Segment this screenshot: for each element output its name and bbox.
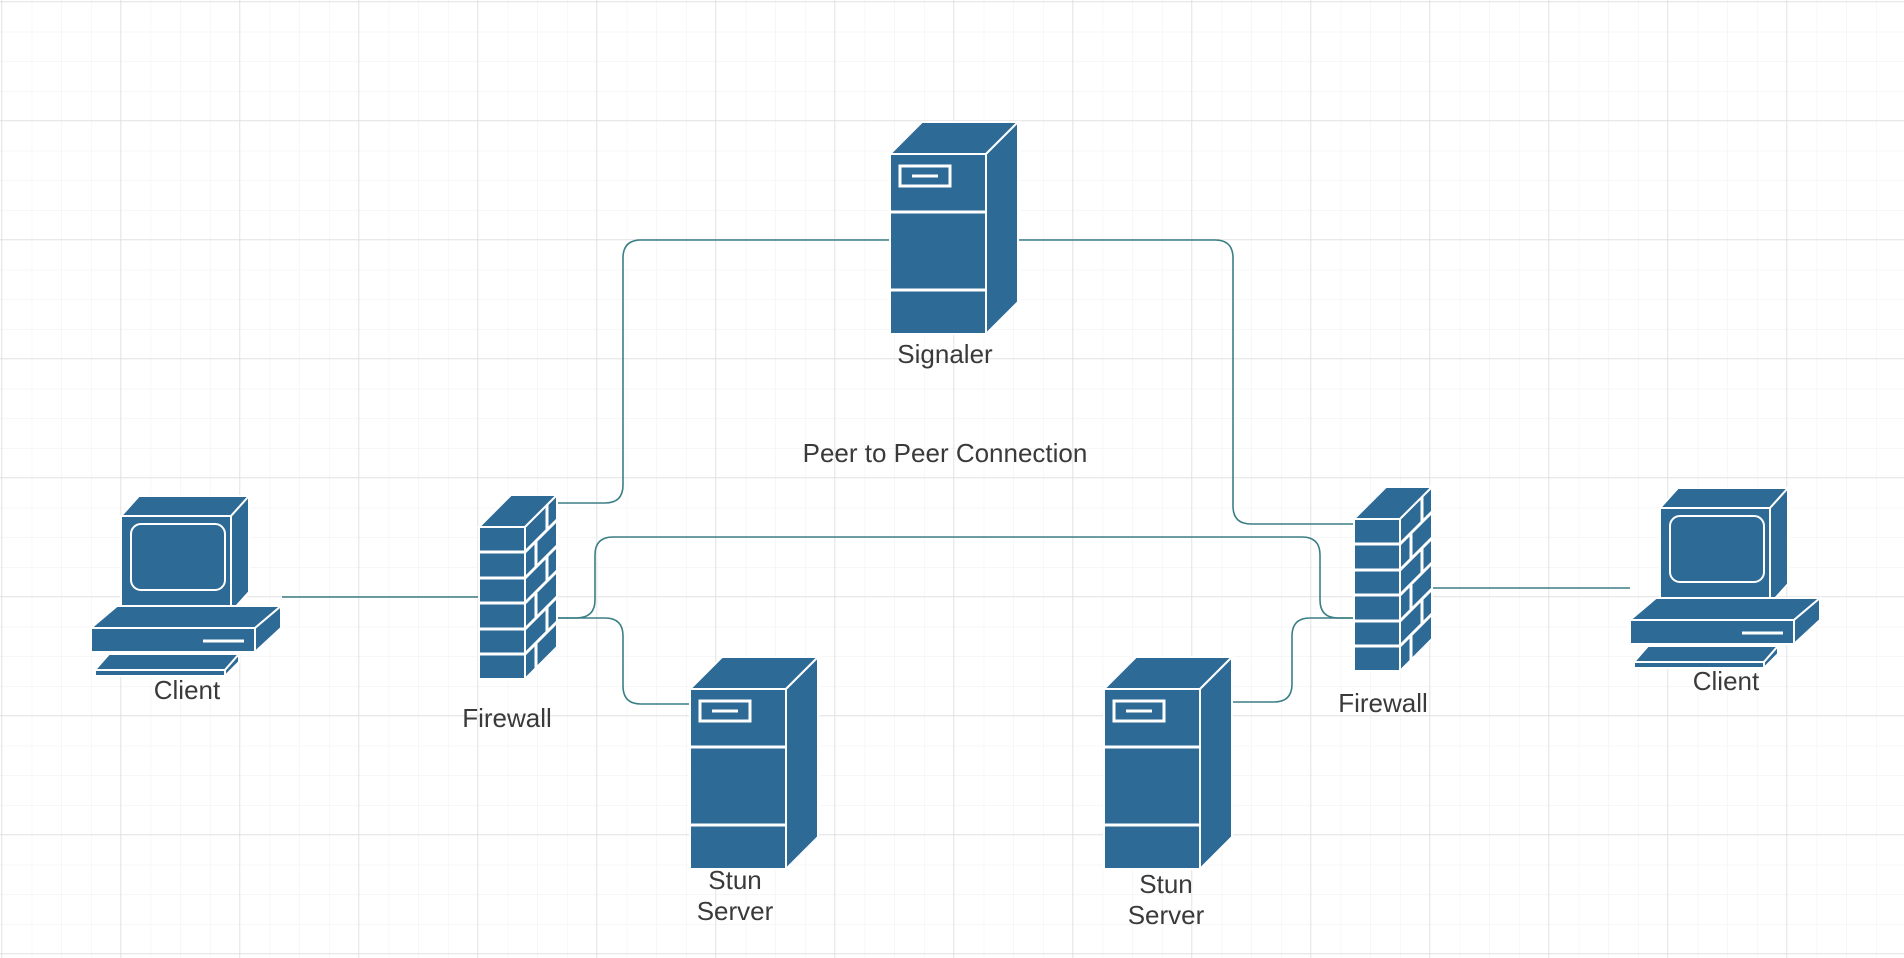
edge-peer-to-peer[interactable] bbox=[558, 536, 1355, 619]
firewall-left-label: Firewall bbox=[462, 703, 552, 733]
firewall-right-icon[interactable] bbox=[1352, 485, 1434, 673]
signaler-label: Signaler bbox=[897, 339, 993, 369]
stun-server-right-icon[interactable] bbox=[1102, 655, 1234, 871]
edge-firewall-left-to-stun-left[interactable] bbox=[558, 617, 690, 705]
stun-server-left-icon[interactable] bbox=[688, 655, 820, 871]
stun-left-label: Stun Server bbox=[696, 865, 774, 926]
peer-to-peer-label: Peer to Peer Connection bbox=[802, 438, 1088, 468]
stun-right-label: Stun Server bbox=[1127, 869, 1205, 930]
edge-firewall-left-to-signaler[interactable] bbox=[558, 239, 890, 504]
firewall-right-label: Firewall bbox=[1338, 688, 1428, 718]
edge-firewall-right-to-stun-right[interactable] bbox=[1232, 617, 1355, 703]
signaler-server-icon[interactable] bbox=[888, 120, 1020, 336]
edge-signaler-to-firewall-right[interactable] bbox=[1018, 239, 1355, 525]
client-left-label: Client bbox=[153, 675, 221, 705]
connectors bbox=[282, 239, 1630, 705]
firewall-left-icon[interactable] bbox=[477, 493, 559, 681]
client-right-label: Client bbox=[1692, 666, 1760, 696]
